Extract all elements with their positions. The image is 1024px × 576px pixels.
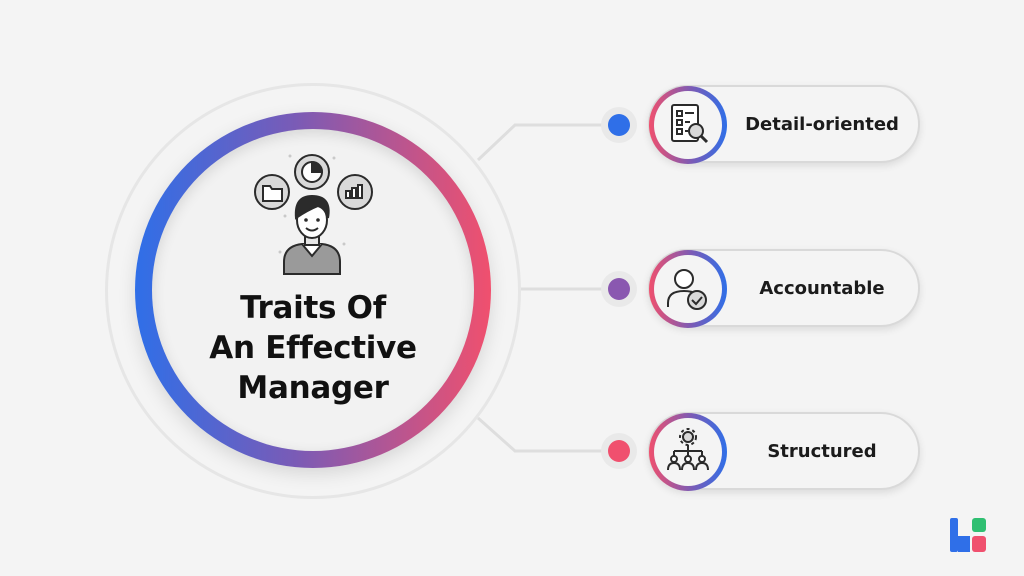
diagram-title: Traits Of An Effective Manager [152,288,474,408]
trait-card-accountable: Accountable [648,249,920,328]
person-check-icon [667,269,707,310]
brand-logo-icon [950,518,986,552]
trait-label: Structured [767,440,877,462]
trait-dot-purple [608,278,630,300]
title-line-2: An Effective [209,330,417,366]
trait-icon-ring [649,413,727,491]
trait-card-structured: Structured [648,412,920,491]
trait-label: Detail-oriented [745,113,899,135]
gear-hierarchy-icon [667,428,709,471]
trait-dot-blue [608,114,630,136]
trait-dot-pink [608,440,630,462]
trait-label: Accountable [759,277,885,299]
manager-with-charts-icon [254,154,373,275]
title-line-3: Manager [237,370,389,406]
title-line-1: Traits Of [240,290,386,326]
trait-icon-ring [649,250,727,328]
trait-card-detail-oriented: Detail-oriented [648,85,920,164]
trait-icon-ring [649,86,727,164]
document-magnifier-icon [671,104,709,144]
